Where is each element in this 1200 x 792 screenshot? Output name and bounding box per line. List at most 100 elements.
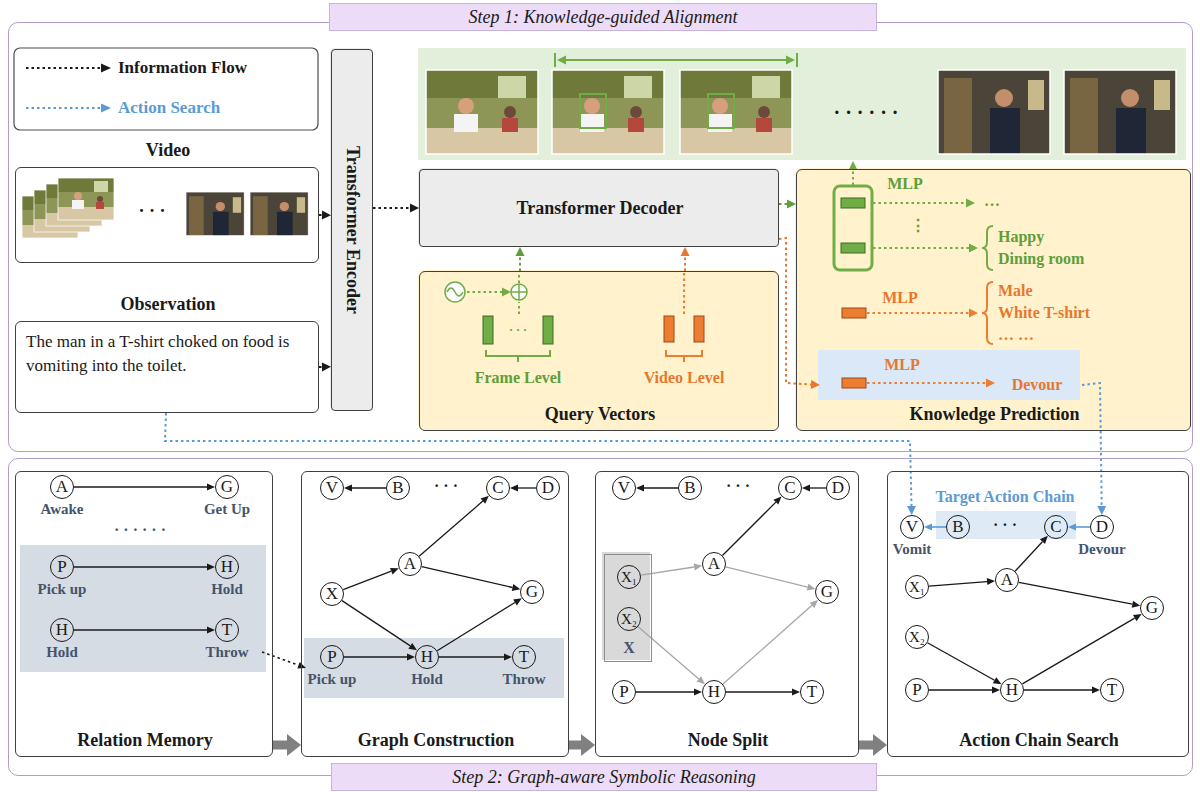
connector-line	[726, 691, 792, 692]
arrow-head	[694, 564, 702, 571]
node-text: T	[1100, 678, 1124, 702]
connector	[439, 654, 512, 661]
node-text: Knowledge Prediction	[797, 402, 1192, 426]
flow-line	[873, 202, 966, 204]
connector-line	[319, 366, 322, 368]
connector	[681, 247, 690, 271]
node-text: P	[320, 645, 344, 669]
arrow-head	[390, 568, 399, 575]
flow-line	[262, 652, 298, 665]
node-text: A	[995, 568, 1019, 592]
label-text: … …	[998, 325, 1034, 344]
node-text: X	[320, 582, 344, 606]
node-text: D	[536, 476, 560, 500]
connector-line	[638, 627, 699, 679]
graph-node-circle: V	[612, 476, 636, 500]
node-text: A	[702, 552, 726, 576]
connector	[638, 627, 705, 684]
connector	[929, 578, 995, 586]
connector-line	[74, 629, 207, 630]
node-text: V	[612, 476, 636, 500]
graph-node-circle: B	[678, 476, 702, 500]
graph-node-circle: X₂	[905, 625, 929, 649]
frame-strip	[418, 48, 1186, 160]
flow-head	[969, 244, 978, 253]
node-subtext: Devour	[1078, 541, 1126, 558]
label-text: …	[984, 191, 1000, 210]
connector-line	[1015, 542, 1042, 572]
node-text: X₂	[617, 607, 641, 631]
connector	[74, 627, 215, 634]
graph-node-circle: V	[320, 476, 344, 500]
connector-line	[929, 689, 992, 690]
encoder-fill	[330, 48, 372, 410]
flow-head	[986, 379, 995, 388]
connector-line	[779, 238, 811, 385]
connector-line	[723, 605, 812, 684]
connector	[343, 568, 399, 590]
graph-node-circle: H	[702, 680, 726, 704]
node-text: B	[678, 476, 702, 500]
connector	[928, 643, 1002, 684]
connector	[726, 689, 800, 696]
label-text: Video Level	[644, 368, 725, 387]
graph-node-circle: HHold	[50, 618, 74, 642]
label-text: Male	[998, 281, 1033, 300]
video-frame	[250, 192, 308, 236]
graph-node-circle: B	[386, 476, 410, 500]
node-text: D	[826, 476, 850, 500]
node-text: Relation Memory	[16, 728, 274, 752]
connector	[636, 485, 678, 492]
connector-line	[569, 741, 581, 750]
arrow-head	[1133, 614, 1142, 621]
node-subtext: Pick up	[38, 581, 87, 598]
graph-node-circle: HHold	[415, 645, 439, 669]
node-text: A	[398, 552, 422, 576]
connector-line	[1019, 582, 1133, 604]
arrow-head	[510, 485, 518, 492]
connector	[510, 485, 536, 492]
node-text: Step 1: Knowledge-guided Alignment	[329, 3, 877, 31]
connector-line	[344, 656, 407, 657]
label-text: MLP	[882, 288, 918, 307]
graph-node-circle: HHold	[215, 555, 239, 579]
node-text: X₂	[905, 625, 929, 649]
connector-line	[437, 603, 515, 651]
connector-line	[373, 207, 410, 209]
connector	[437, 598, 522, 650]
arrow-head	[516, 247, 525, 256]
node-text: Action Chain Search	[888, 728, 1190, 752]
span-head	[786, 56, 795, 65]
node-text: P	[905, 678, 929, 702]
arrow-head	[1097, 506, 1106, 515]
node-text: Transformer Encoder	[342, 146, 363, 314]
node-text: G	[520, 580, 544, 604]
label-text: Target Action Chain	[936, 487, 1075, 506]
node-subtext: Throw	[205, 644, 248, 661]
label-text: Frame Level	[475, 368, 562, 387]
connector-line	[684, 256, 686, 271]
video-box: Video	[15, 167, 319, 263]
node-text: Node Split	[596, 728, 860, 752]
connector	[319, 362, 331, 371]
connector	[1022, 614, 1141, 684]
label-text: · · ·	[993, 515, 1017, 534]
arrow-head	[410, 203, 419, 212]
arrow-head	[1092, 687, 1100, 694]
graph-node-circle: C	[486, 476, 510, 500]
node-text: Transformer Decoder	[420, 170, 780, 246]
connector	[726, 567, 816, 591]
connector	[723, 496, 782, 555]
flow-line	[518, 302, 520, 314]
connector	[802, 485, 826, 492]
prediction-fill	[795, 168, 1190, 430]
connector	[1024, 687, 1100, 694]
video-frame	[1064, 70, 1176, 154]
stage-box: Graph ConstructionVBCDXAGPPick upHHoldTT…	[301, 471, 569, 757]
graph-node-circle: A	[398, 552, 422, 576]
connector	[779, 200, 796, 209]
node-text: G	[815, 580, 839, 604]
node-text: V	[320, 476, 344, 500]
connector-line	[422, 567, 513, 588]
node-text: H	[215, 555, 239, 579]
